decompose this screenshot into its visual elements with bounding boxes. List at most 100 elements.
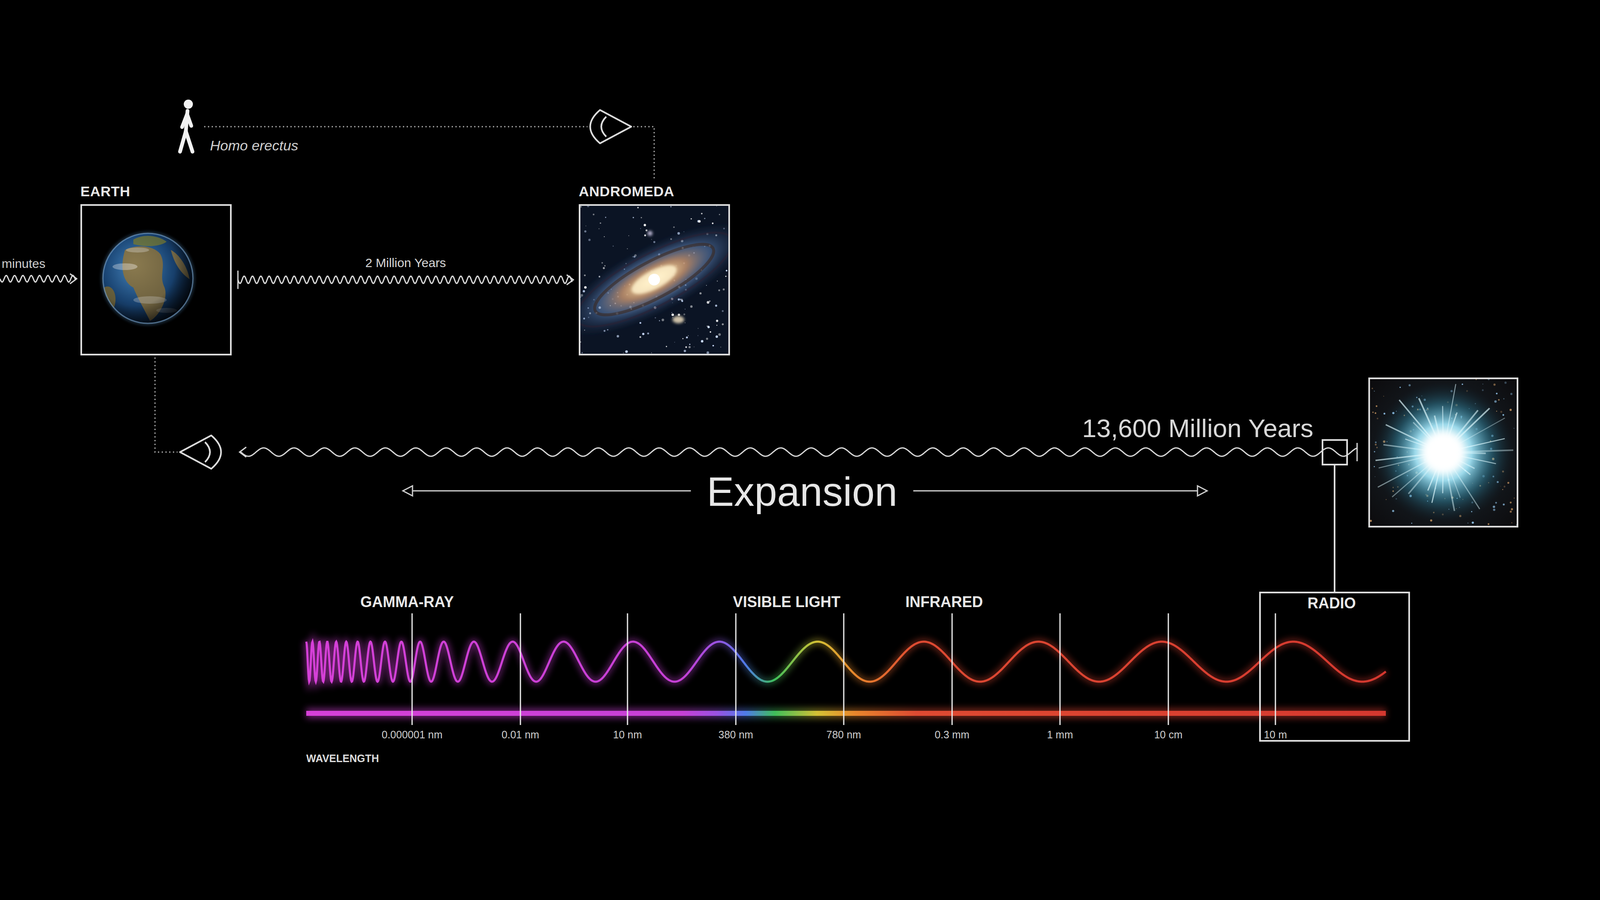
- box-heading: ANDROMEDA: [578, 183, 675, 200]
- box-heading: EARTH: [80, 183, 131, 200]
- homo-erectus-figure: [180, 99, 193, 152]
- leader-line: [1333, 464, 1336, 592]
- star-dot: [683, 349, 687, 353]
- star-dot: [585, 225, 587, 227]
- star-dot: [1497, 399, 1500, 401]
- star-dot: [674, 342, 675, 343]
- star-dot: [1494, 400, 1497, 403]
- star-dot: [706, 301, 710, 304]
- star-dot: [1510, 392, 1513, 395]
- star-dot: [612, 245, 614, 247]
- star-dot: [1383, 395, 1385, 397]
- wave-line: [237, 276, 573, 284]
- star-dot: [700, 212, 703, 215]
- star-dot: [716, 325, 718, 326]
- star-dot: [682, 338, 684, 340]
- star-dot: [584, 230, 587, 233]
- star-dot: [716, 205, 718, 207]
- wavelength-value: 10 cm: [1154, 728, 1183, 741]
- star-dot: [721, 310, 724, 312]
- star-dot: [1495, 502, 1497, 504]
- star-dot: [670, 206, 672, 208]
- star-dot: [672, 317, 674, 318]
- band-name: INFRARED: [905, 593, 983, 611]
- star-dot: [697, 327, 699, 329]
- star-dot: [718, 333, 721, 336]
- star-dot: [622, 352, 624, 354]
- star-dot: [685, 336, 688, 339]
- dotted-sight-line: [633, 126, 655, 179]
- image-box: ANDROMEDA: [578, 204, 730, 356]
- star-dot: [598, 228, 600, 230]
- star-dot: [642, 332, 645, 335]
- star-dot: [581, 352, 583, 354]
- star-dot: [651, 239, 653, 240]
- star-dot: [1511, 522, 1513, 524]
- star-dot: [1374, 476, 1376, 478]
- star-dot: [592, 213, 595, 216]
- star-dot: [677, 313, 681, 317]
- star-dot: [1503, 398, 1505, 400]
- star-dot: [1370, 519, 1372, 522]
- star-dot: [697, 335, 699, 336]
- star-dot: [599, 222, 602, 225]
- star-dot: [1385, 499, 1387, 500]
- star-dot: [673, 226, 675, 228]
- star-dot: [684, 322, 686, 324]
- star-dot: [1371, 387, 1373, 390]
- wavelength-value: 380 nm: [718, 728, 753, 741]
- star-dot: [690, 305, 693, 308]
- wavelength-value: 0.3 mm: [934, 728, 970, 741]
- star-dot: [725, 275, 727, 278]
- star-dot: [706, 351, 710, 354]
- star-dot: [640, 217, 643, 219]
- star-dot: [583, 274, 586, 277]
- star-dot: [651, 352, 653, 354]
- star-dot: [1509, 510, 1512, 513]
- star-dot: [715, 319, 718, 322]
- dotted-sight-line: [155, 357, 178, 453]
- earth-illustration: [100, 231, 195, 326]
- wavelength-value: 1 mm: [1047, 728, 1074, 741]
- wavelength-value: 780 nm: [826, 728, 861, 741]
- star-dot: [647, 332, 650, 335]
- star-dot: [718, 289, 721, 292]
- andromeda-illustration: [580, 205, 729, 354]
- start-bar: [237, 270, 239, 290]
- star-dot: [1375, 405, 1378, 408]
- star-dot: [628, 235, 630, 237]
- star-dot: [709, 331, 712, 333]
- star-dot: [603, 236, 605, 238]
- image-box: EARTH: [80, 204, 232, 356]
- star-dot: [1513, 497, 1515, 499]
- travel-time: 13,600 Million Years: [1082, 413, 1314, 443]
- star-dot: [715, 335, 718, 338]
- star-dot: [671, 313, 675, 316]
- light-travel-connector: [237, 270, 574, 290]
- star-dot: [712, 345, 715, 347]
- star-dot: [659, 320, 660, 321]
- star-dot: [700, 340, 704, 343]
- wavelength-value: 0.01 nm: [501, 728, 540, 741]
- star-dot: [644, 234, 647, 237]
- star-dot: [1374, 412, 1377, 415]
- star-dot: [1502, 503, 1505, 506]
- star-dot: [665, 345, 668, 348]
- spectrum-illustration: [306, 613, 1386, 725]
- incoming-light-wave: [0, 273, 77, 284]
- star-dot: [716, 280, 718, 282]
- star-dot: [1504, 381, 1507, 384]
- arrowhead: [566, 275, 574, 285]
- star-dot: [689, 343, 691, 345]
- star-dot: [1516, 524, 1517, 526]
- star-dot: [625, 350, 628, 353]
- star-dot: [1482, 383, 1484, 385]
- star-dot: [690, 218, 693, 220]
- wavelength-ticks: [412, 613, 1276, 725]
- early-light-wave: [239, 440, 1358, 592]
- star-dot: [1373, 390, 1375, 392]
- star-dot: [604, 265, 606, 267]
- star-dot: [685, 346, 688, 348]
- star-dot: [698, 220, 701, 223]
- star-dot: [720, 346, 722, 348]
